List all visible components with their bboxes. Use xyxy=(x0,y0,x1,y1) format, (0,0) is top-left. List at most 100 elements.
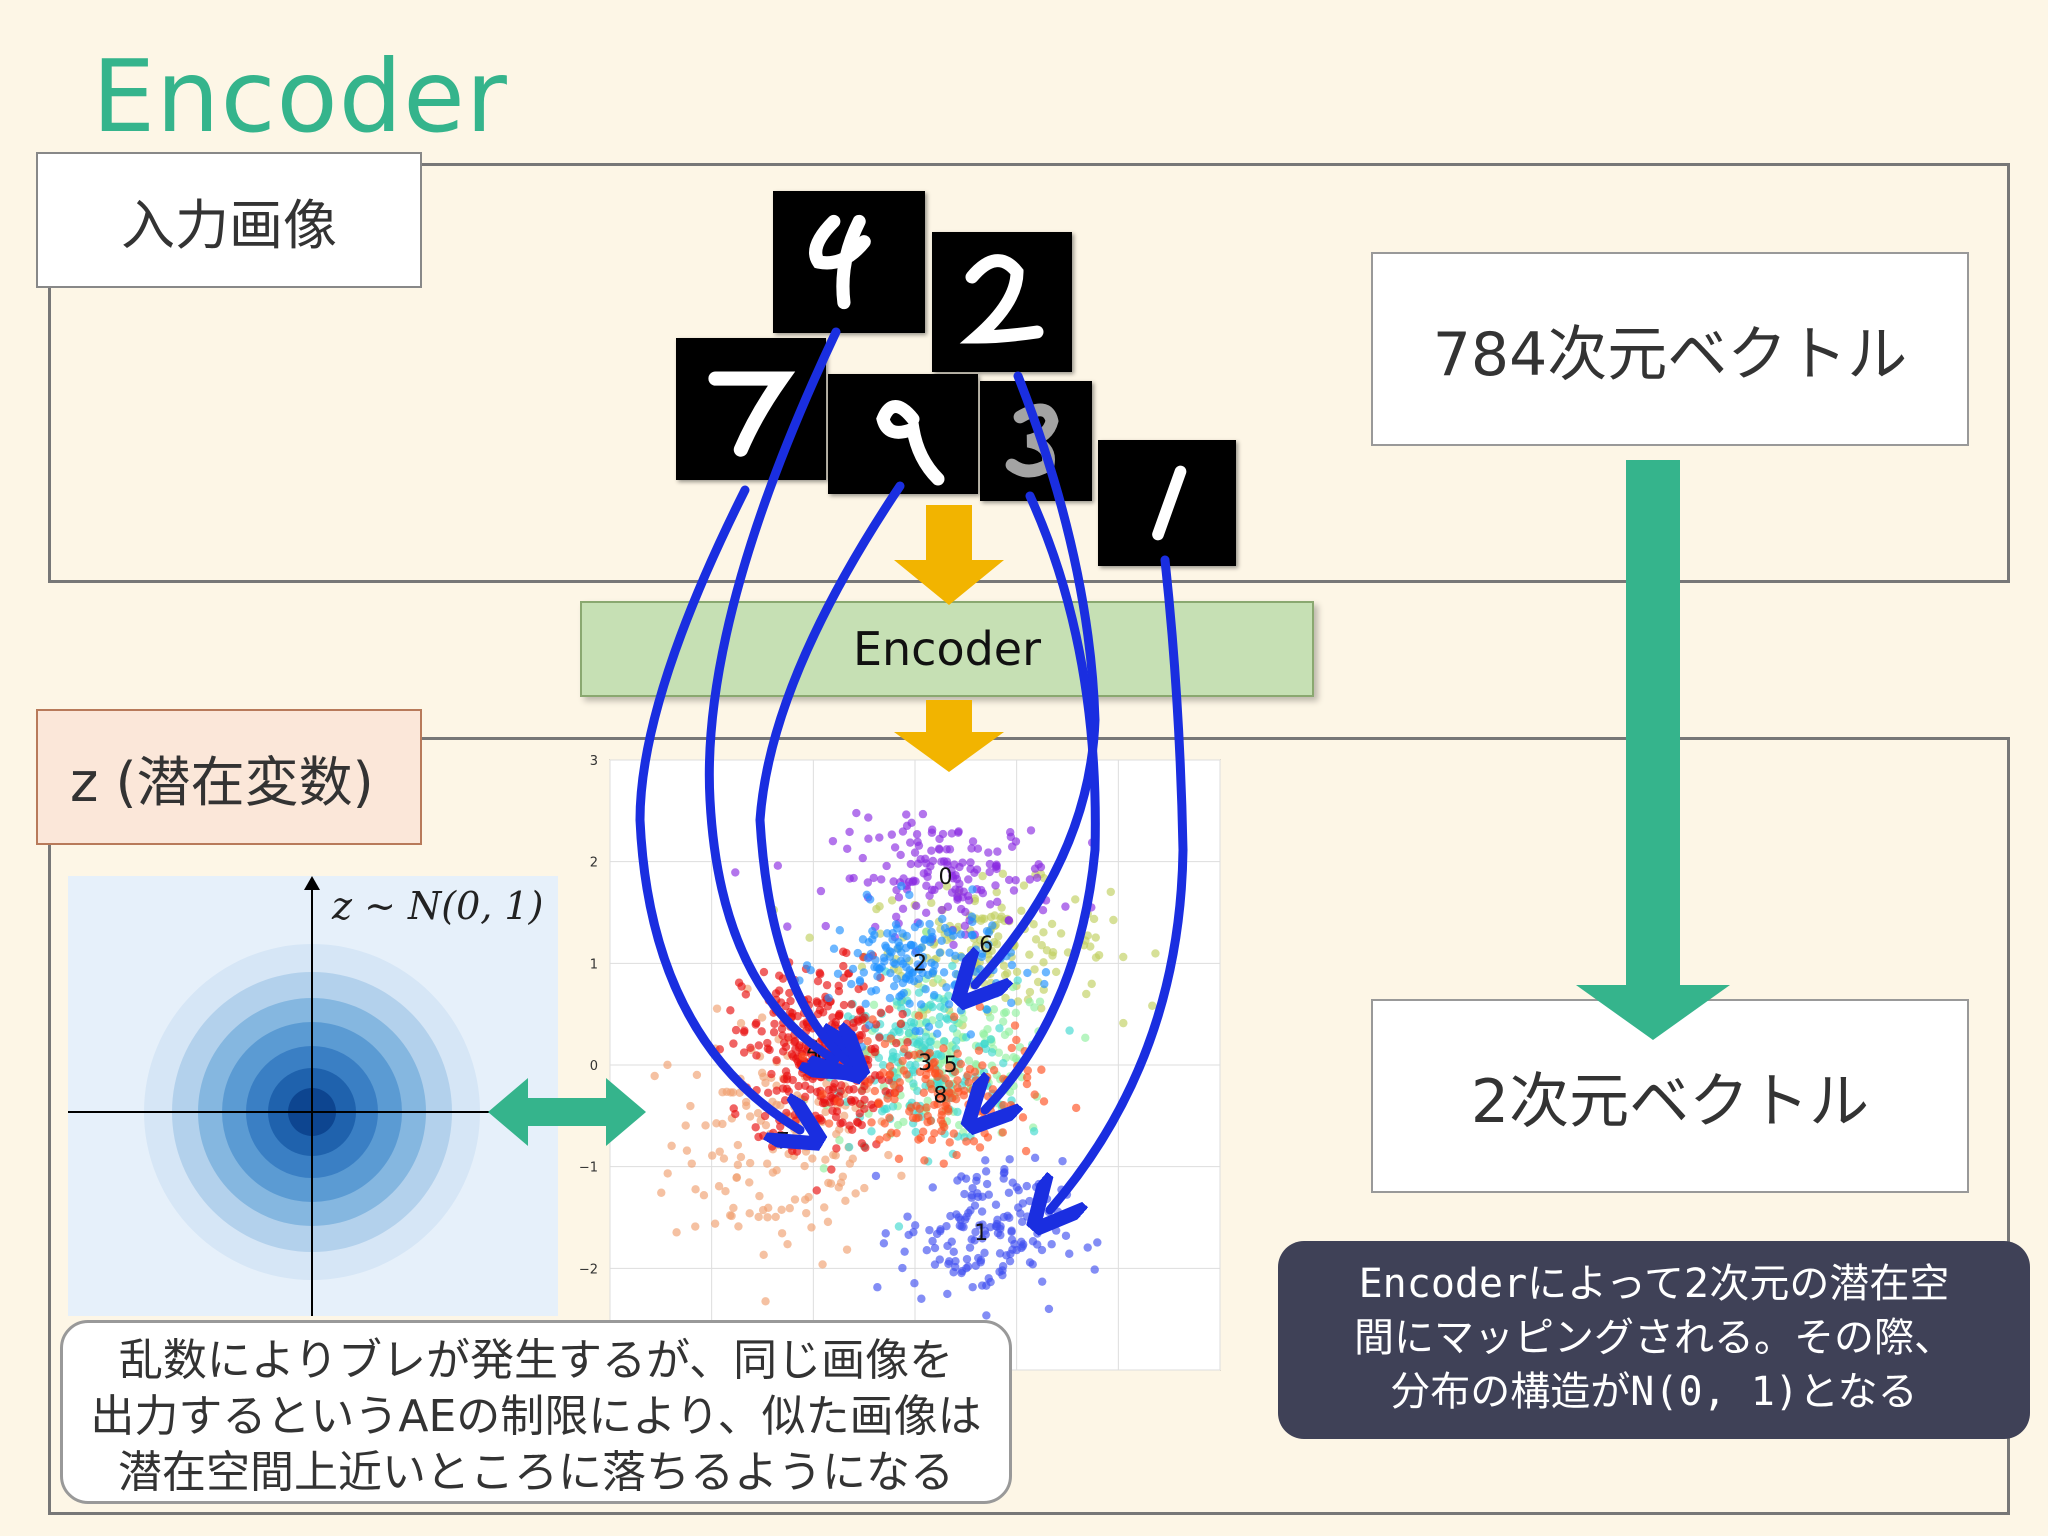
scatter-point-1 xyxy=(1058,1156,1067,1166)
scatter-point-7 xyxy=(681,1121,690,1130)
scatter-point-4 xyxy=(809,1119,819,1128)
scatter-point-8 xyxy=(950,1012,959,1022)
scatter-point-7 xyxy=(801,1147,811,1156)
scatter-point-1 xyxy=(1003,1211,1012,1221)
scatter-point-9 xyxy=(876,1008,886,1018)
scatter-point-5 xyxy=(933,975,943,984)
scatter-point-1 xyxy=(1093,1238,1102,1247)
scatter-point-2 xyxy=(918,952,928,962)
cluster-label-9: 9 xyxy=(817,1048,831,1073)
scatter-point-8 xyxy=(906,1103,916,1112)
scatter-point-6 xyxy=(942,882,952,891)
scatter-point-9 xyxy=(852,1076,862,1086)
scatter-point-3 xyxy=(987,1048,997,1057)
scatter-point-0 xyxy=(843,844,852,853)
scatter-point-7 xyxy=(818,1260,827,1269)
scatter-point-9 xyxy=(751,1123,760,1132)
scatter-point-4 xyxy=(803,995,813,1004)
scatter-point-0 xyxy=(937,905,946,915)
scatter-point-2 xyxy=(914,945,924,954)
scatter-point-4 xyxy=(746,1043,755,1053)
scatter-point-0 xyxy=(992,861,1001,871)
scatter-point-8 xyxy=(894,1154,904,1164)
scatter-point-1 xyxy=(1044,1304,1054,1314)
scatter-point-0 xyxy=(864,813,873,822)
scatter-point-1 xyxy=(910,1279,919,1288)
scatter-point-9 xyxy=(775,986,784,995)
scatter-point-0 xyxy=(905,838,915,847)
scatter-point-1 xyxy=(975,1221,984,1230)
scatter-point-6 xyxy=(1030,965,1039,974)
scatter-point-1 xyxy=(976,1256,986,1265)
scatter-point-4 xyxy=(788,1008,797,1018)
scatter-point-1 xyxy=(928,1183,937,1192)
scatter-point-7 xyxy=(672,1228,681,1237)
scatter-point-0 xyxy=(948,874,958,883)
scatter-point-1 xyxy=(1047,1240,1056,1249)
scatter-point-8 xyxy=(965,1116,974,1126)
scatter-point-4 xyxy=(781,1067,791,1076)
scatter-point-8 xyxy=(885,1113,894,1122)
scatter-point-1 xyxy=(971,1261,980,1270)
scatter-point-8 xyxy=(915,1104,924,1114)
scatter-point-7 xyxy=(722,1087,731,1097)
scatter-point-0 xyxy=(935,834,944,844)
scatter-point-6 xyxy=(1081,936,1090,945)
scatter-point-4 xyxy=(844,1055,854,1064)
scatter-point-3 xyxy=(1028,1040,1037,1049)
scatter-point-0 xyxy=(1087,838,1097,847)
scatter-point-1 xyxy=(910,1221,920,1230)
scatter-point-0 xyxy=(934,881,944,890)
scatter-point-0 xyxy=(894,893,904,902)
cluster-label-6: 6 xyxy=(979,933,993,958)
scatter-point-3 xyxy=(1065,1026,1074,1035)
scatter-point-7 xyxy=(759,1250,768,1260)
scatter-point-6 xyxy=(1071,895,1080,904)
scatter-point-0 xyxy=(947,866,956,875)
scatter-point-2 xyxy=(829,944,839,953)
scatter-point-1 xyxy=(980,1248,989,1258)
scatter-point-1 xyxy=(1005,1155,1014,1164)
scatter-point-1 xyxy=(1083,1243,1092,1252)
scatter-point-1 xyxy=(949,1247,958,1257)
scatter-point-6 xyxy=(1019,881,1029,890)
scatter-point-2 xyxy=(921,985,930,994)
scatter-point-1 xyxy=(981,1167,991,1176)
scatter-point-7 xyxy=(834,1183,843,1192)
scatter-point-2 xyxy=(795,976,804,985)
scatter-point-4 xyxy=(815,968,824,978)
cluster-label-1: 1 xyxy=(974,1221,988,1246)
scatter-point-7 xyxy=(772,1166,781,1175)
scatter-point-2 xyxy=(996,954,1005,963)
scatter-point-4 xyxy=(757,1027,766,1036)
scatter-point-1 xyxy=(984,1274,993,1283)
scatter-point-0 xyxy=(968,837,978,846)
scatter-point-1 xyxy=(1042,1194,1052,1204)
scatter-point-8 xyxy=(1020,1047,1029,1056)
scatter-point-3 xyxy=(895,1027,904,1037)
scatter-point-2 xyxy=(871,986,881,995)
scatter-point-0 xyxy=(976,885,986,895)
scatter-point-8 xyxy=(922,1103,931,1112)
scatter-point-8 xyxy=(975,1002,985,1011)
scatter-point-7 xyxy=(691,1185,700,1194)
scatter-point-4 xyxy=(877,1075,887,1084)
scatter-point-7 xyxy=(710,1219,720,1228)
scatter-point-2 xyxy=(892,924,902,933)
scatter-point-7 xyxy=(712,1004,722,1013)
scatter-point-3 xyxy=(867,1127,876,1136)
scatter-point-1 xyxy=(981,1156,990,1165)
scatter-point-8 xyxy=(949,1129,959,1138)
y-tick-label: 1 xyxy=(590,957,598,972)
scatter-point-7 xyxy=(701,1121,710,1130)
scatter-point-2 xyxy=(902,931,911,941)
scatter-point-4 xyxy=(729,1104,738,1113)
scatter-point-7 xyxy=(736,1074,745,1084)
scatter-point-4 xyxy=(779,1075,789,1084)
scatter-point-1 xyxy=(1033,1229,1042,1238)
scatter-point-1 xyxy=(998,1262,1008,1271)
note-left-line-3: 潜在空間上近いところに落ちるようになる xyxy=(118,1447,954,1498)
scatter-point-7 xyxy=(884,1150,893,1160)
scatter-point-8 xyxy=(885,1062,895,1071)
scatter-point-9 xyxy=(742,1083,751,1092)
